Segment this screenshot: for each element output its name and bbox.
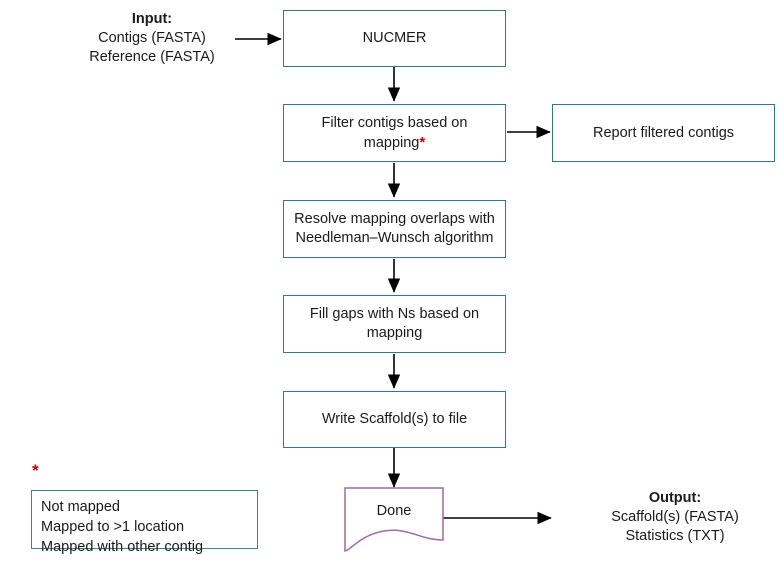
- node-nucmer[interactable]: NUCMER: [283, 10, 506, 67]
- node-resolve-overlaps-label: Resolve mapping overlaps with Needleman–…: [294, 211, 495, 246]
- node-write-scaffolds[interactable]: Write Scaffold(s) to file: [283, 391, 506, 448]
- footnote-line-3: Mapped with other contig: [41, 539, 204, 555]
- footnote-line-1: Not mapped: [41, 499, 120, 515]
- node-report-filtered-contigs[interactable]: Report filtered contigs: [552, 104, 775, 162]
- input-label: Input: Contigs (FASTA) Reference (FASTA): [68, 10, 236, 67]
- input-label-line2: Reference (FASTA): [89, 49, 215, 65]
- footnote-asterisk-icon: *: [32, 461, 39, 480]
- node-filter-contigs-label: Filter contigs based on mapping*: [322, 114, 468, 153]
- done-shape: [344, 487, 444, 552]
- node-resolve-overlaps[interactable]: Resolve mapping overlaps with Needleman–…: [283, 200, 506, 258]
- node-done-label: Done: [376, 503, 412, 519]
- input-label-line1: Contigs (FASTA): [98, 30, 206, 46]
- node-filter-contigs-text: Filter contigs based on mapping: [321, 114, 468, 151]
- node-fill-gaps[interactable]: Fill gaps with Ns based on mapping: [283, 295, 506, 353]
- output-label-title: Output:: [648, 490, 702, 506]
- footnote-box: Not mapped Mapped to >1 location Mapped …: [31, 490, 258, 555]
- output-label: Output: Scaffold(s) (FASTA) Statistics (…: [575, 489, 775, 546]
- node-report-filtered-contigs-label: Report filtered contigs: [592, 124, 735, 141]
- node-fill-gaps-label: Fill gaps with Ns based on mapping: [309, 306, 480, 341]
- node-nucmer-label: NUCMER: [362, 30, 427, 46]
- output-label-line1: Scaffold(s) (FASTA): [611, 509, 739, 525]
- node-filter-contigs[interactable]: Filter contigs based on mapping*: [283, 104, 506, 162]
- footnote-marker-icon: *: [419, 133, 426, 151]
- output-label-line2: Statistics (TXT): [625, 528, 725, 544]
- input-label-title: Input:: [131, 11, 173, 27]
- node-write-scaffolds-label: Write Scaffold(s) to file: [321, 411, 468, 427]
- footnote-line-2: Mapped to >1 location: [41, 519, 185, 535]
